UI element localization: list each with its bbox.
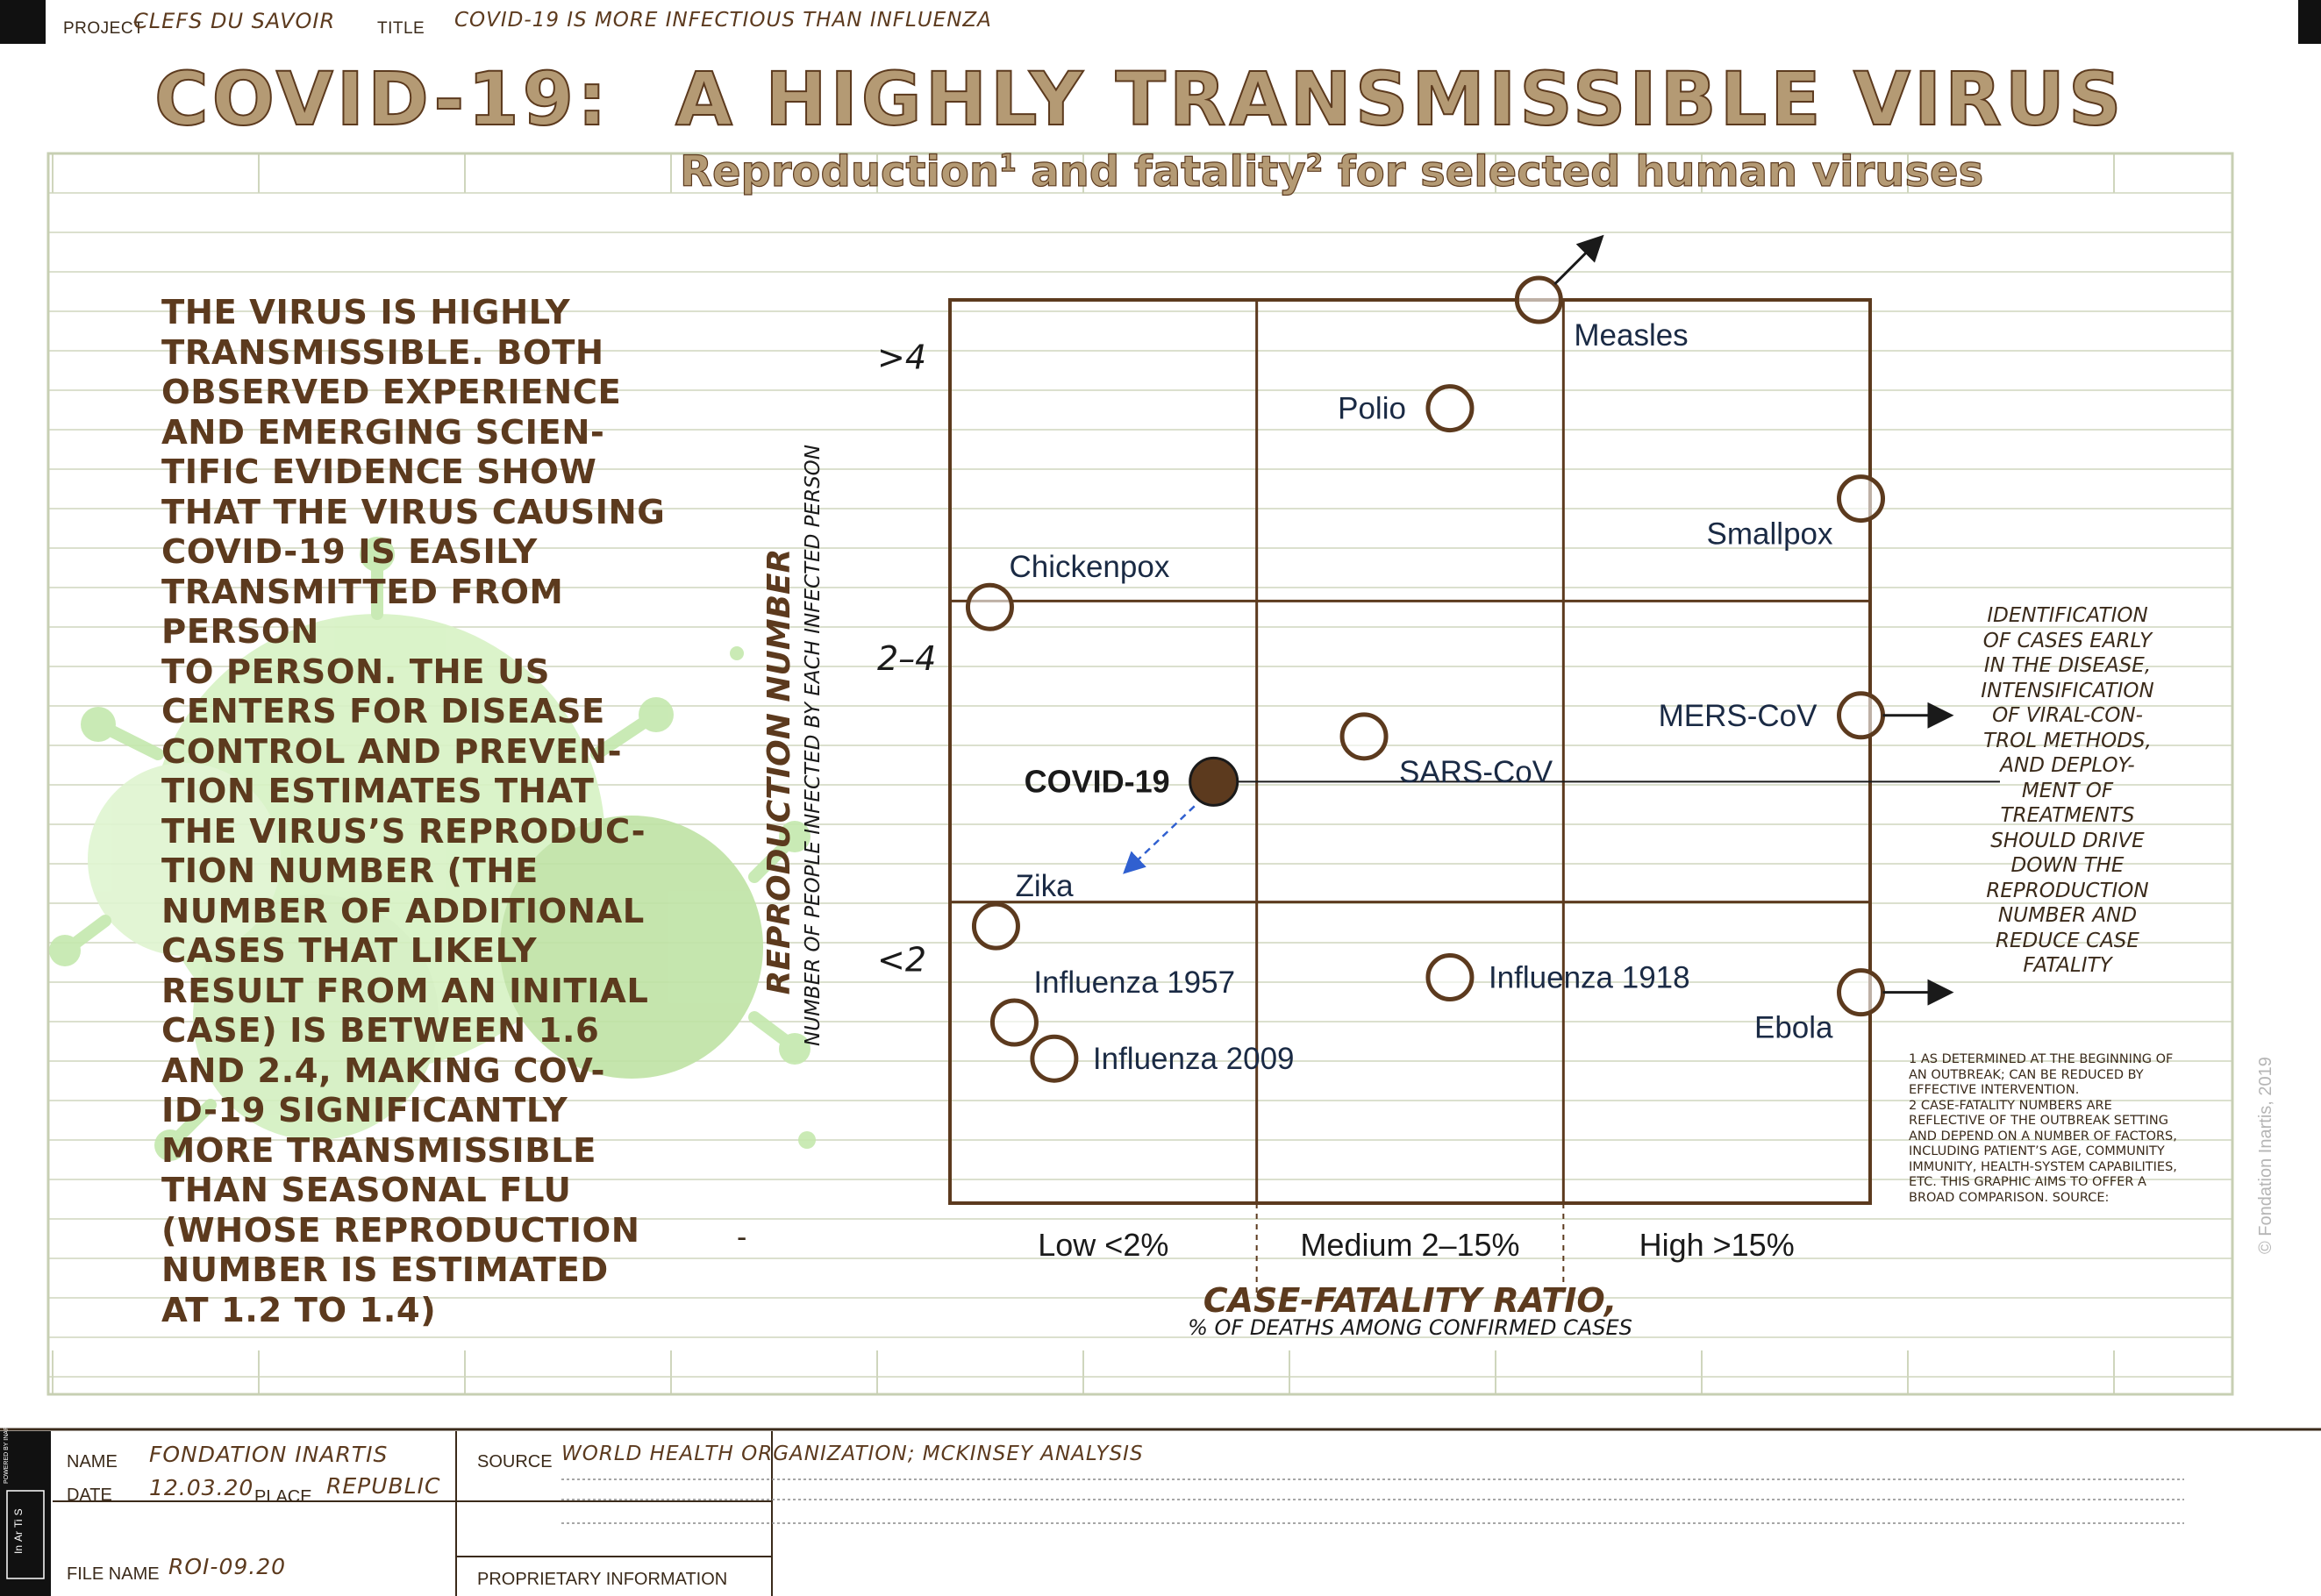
place-label: PLACE [254, 1487, 312, 1507]
logo-letter-4: S [12, 1508, 25, 1516]
name-label: NAME [67, 1452, 118, 1471]
logo-letters: In Ar Ti S [12, 1508, 25, 1554]
x-tick-label: Low <2% [1038, 1227, 1168, 1263]
footnote: 1 As determined at the beginning of an o… [1909, 1052, 2177, 1205]
arrow-down-left-icon [1123, 805, 1196, 874]
point-zika [971, 901, 1020, 951]
point-label-measles: Measles [1574, 318, 1688, 353]
point-influenza-1918 [1425, 953, 1475, 1001]
x-axis-title: CASE-FATALITY RATIO, [1203, 1281, 1618, 1320]
plot-frame [948, 298, 1872, 1205]
point-chickenpox [965, 582, 1014, 631]
subtitle-text-c: for selected human viruses [1323, 146, 1984, 196]
y-axis-subtitle: NUMBER OF PEOPLE INFECTED BY EACH INFECT… [802, 445, 825, 1046]
body-paragraph: The virus is highly transmissible. Both … [161, 293, 666, 1330]
place-value: REPUBLIC [326, 1473, 441, 1499]
powered-by-text: POWERED BY INARTIS [4, 1416, 10, 1484]
title-label: TITLE [377, 19, 425, 38]
arrow-up-right-icon [1553, 234, 1604, 286]
point-label-influenza-2009: Influenza 2009 [1093, 1042, 1295, 1076]
point-ebola [1837, 968, 1886, 1017]
y-tick-label: >4 [877, 338, 926, 377]
logo-letter-3: Ti [12, 1519, 25, 1528]
chart-marks [965, 234, 2000, 1083]
page-title-part1: COVID-19: [154, 55, 611, 143]
point-label-sars-cov: SARS-CoV [1399, 755, 1553, 789]
logo-letter-2: Ar [12, 1530, 25, 1542]
source-value: WORLD HEALTH ORGANIZATION; MCKINSEY ANAL… [561, 1443, 1144, 1465]
subtitle-text-a: Reproduction [679, 146, 1000, 196]
point-label-ebola: Ebola [1754, 1011, 1833, 1045]
stray-mark: - [737, 1221, 747, 1254]
project-label: PROJECT [63, 19, 145, 38]
copyright: © Fondation Inartis, 2019 [2256, 1057, 2275, 1254]
y-tick-label: <2 [877, 940, 926, 979]
point-label-covid-19: COVID-19 [1025, 763, 1170, 799]
drawing-border [46, 152, 2234, 1396]
side-note: Identification of cases early in the dis… [1981, 604, 2154, 977]
x-tick-label: High >15% [1639, 1227, 1795, 1263]
name-value: FONDATION INARTIS [149, 1442, 389, 1467]
point-label-polio: Polio [1338, 392, 1406, 426]
page-title-part2: A HIGHLY TRANSMISSIBLE VIRUS [675, 55, 2125, 143]
point-label-zika: Zika [1015, 869, 1074, 903]
point-label-smallpox: Smallpox [1707, 517, 1833, 552]
point-measles [1514, 275, 1563, 324]
title-value: COVID-19 IS MORE INFECTIOUS THAN INFLUEN… [454, 9, 992, 32]
subtitle-sup2: 2 [1305, 147, 1324, 177]
point-label-mers-cov: MERS-CoV [1659, 699, 1818, 733]
chart-grid [948, 298, 1872, 1298]
point-label-chickenpox: Chickenpox [1009, 550, 1169, 584]
date-label: DATE [67, 1486, 112, 1505]
file-name-label: FILE NAME [67, 1564, 160, 1584]
chart-labels: Low <2% Medium 2–15% High >15% <2 2–4 >4CASE-… [761, 318, 1833, 1340]
point-mers-cov [1837, 691, 1886, 740]
subtitle-text-b: and fatality [1016, 146, 1307, 196]
proprietary-label: PROPRIETARY INFORMATION [477, 1570, 728, 1589]
source-label: SOURCE [477, 1452, 553, 1471]
date-value: 12.03.20 [149, 1475, 254, 1500]
inartis-logo-icon [6, 1490, 45, 1579]
y-tick-label: 2–4 [877, 639, 936, 678]
page-subtitle: Reproduction1 and fatality2 for selected… [679, 146, 1984, 196]
point-covid-19 [1189, 756, 1239, 807]
y-axis-title: REPRODUCTION NUMBER [761, 549, 797, 995]
subtitle-sup1: 1 [998, 147, 1017, 177]
x-tick-label: Medium 2–15% [1300, 1227, 1519, 1263]
file-name-value: ROI-09.20 [168, 1554, 287, 1579]
point-influenza-2009 [1030, 1034, 1079, 1083]
point-influenza-1957 [989, 998, 1039, 1047]
x-axis-subtitle: % OF DEATHS AMONG CONFIRMED CASES [1188, 1315, 1632, 1340]
point-smallpox [1837, 474, 1886, 524]
virus-illustration-icon [49, 537, 816, 1161]
point-sars-cov [1339, 712, 1389, 761]
point-label-influenza-1918: Influenza 1918 [1489, 961, 1690, 995]
point-polio [1425, 384, 1475, 433]
logo-letter-1: In [12, 1544, 25, 1554]
point-label-influenza-1957: Influenza 1957 [1033, 965, 1235, 1000]
project-value: CLEFS DU SAVOIR [133, 9, 336, 33]
